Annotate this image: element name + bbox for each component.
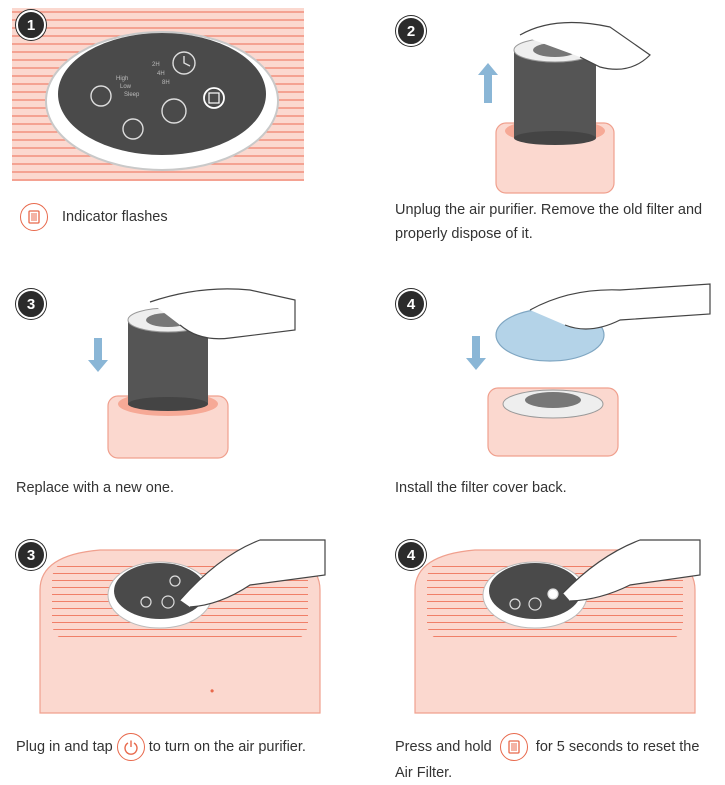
- step-2-illustration: [478, 21, 651, 194]
- step-3-badge: 3: [16, 289, 46, 319]
- filter-indicator-icon: [499, 733, 528, 761]
- step-3-caption: Replace with a new one.: [16, 480, 174, 496]
- mode-label-sleep: Sleep: [124, 92, 140, 98]
- step-2-caption: Unplug the air purifier. Remove the old …: [395, 202, 703, 242]
- step-1-text: Indicator flashes: [62, 209, 168, 225]
- step-4-illustration: [466, 283, 711, 457]
- filter-indicator-icon: [20, 203, 48, 231]
- timer-label-2h: 2H: [152, 62, 160, 68]
- timer-label-8h: 8H: [162, 80, 170, 86]
- step-2-badge: 2: [396, 16, 426, 46]
- step-4-caption: Install the filter cover back.: [395, 480, 567, 496]
- step-1-illustration: High Low Sleep 2H 4H 8H: [12, 8, 304, 181]
- light-button-icon: [122, 118, 144, 140]
- step-5-caption: Plug in and tap to turn on the air purif…: [16, 733, 306, 761]
- step-1: 1 High Low Sleep 2H 4H 8H Indicator flas…: [0, 0, 330, 240]
- svg-text:•: •: [210, 684, 214, 698]
- step-5-illustration: •: [39, 539, 326, 714]
- step-5: 3 • Plug in and tap to turn on the air p…: [0, 530, 360, 778]
- timer-button-icon: [172, 51, 196, 75]
- timer-label-4h: 4H: [157, 71, 165, 77]
- step-4-badge: 4: [396, 289, 426, 319]
- step-6-caption: Press and hold for 5 seconds to reset th…: [395, 733, 720, 785]
- control-panel: [489, 563, 581, 619]
- mode-label-low: Low: [120, 84, 132, 90]
- arrow-down-icon: [88, 338, 108, 372]
- old-filter: [514, 50, 596, 138]
- control-panel: [114, 563, 206, 619]
- hand-icon: [149, 288, 296, 340]
- step-6-badge: 4: [396, 540, 426, 570]
- step-3: 3 Replace with a new one.: [0, 280, 330, 500]
- power-icon: [116, 733, 145, 761]
- step-6-text-before: Press and hold: [395, 738, 492, 755]
- step-5-badge: 3: [16, 540, 46, 570]
- step-5-text-before: Plug in and tap: [16, 739, 113, 755]
- step-2: 2 Unplug the air purifier. Remove the ol…: [380, 0, 725, 250]
- mode-label-high: High: [116, 76, 128, 82]
- step-6-illustration: [414, 539, 701, 714]
- power-button-icon: [161, 98, 187, 124]
- step-4: 4 Install the filter cover back.: [380, 280, 725, 500]
- step-6: 4 Press and hold for 5 seconds to reset …: [380, 530, 725, 781]
- control-panel: [58, 33, 266, 155]
- step-1-badge: 1: [16, 10, 46, 40]
- filter-button-icon: [203, 87, 225, 109]
- step-1-caption: Indicator flashes: [16, 203, 168, 231]
- step-6-text-after: for 5 seconds to reset the Air Filter.: [395, 738, 700, 781]
- finger-tap-icon: [179, 539, 326, 608]
- hand-icon: [529, 283, 711, 330]
- fan-button-icon: [90, 85, 112, 107]
- arrow-up-icon: [478, 63, 498, 103]
- step-5-text-after: to turn on the air purifier.: [148, 739, 306, 755]
- hand-icon: [519, 21, 651, 70]
- step-3-illustration: [88, 288, 296, 459]
- finger-press-icon: [562, 539, 701, 602]
- arrow-down-icon: [466, 336, 486, 370]
